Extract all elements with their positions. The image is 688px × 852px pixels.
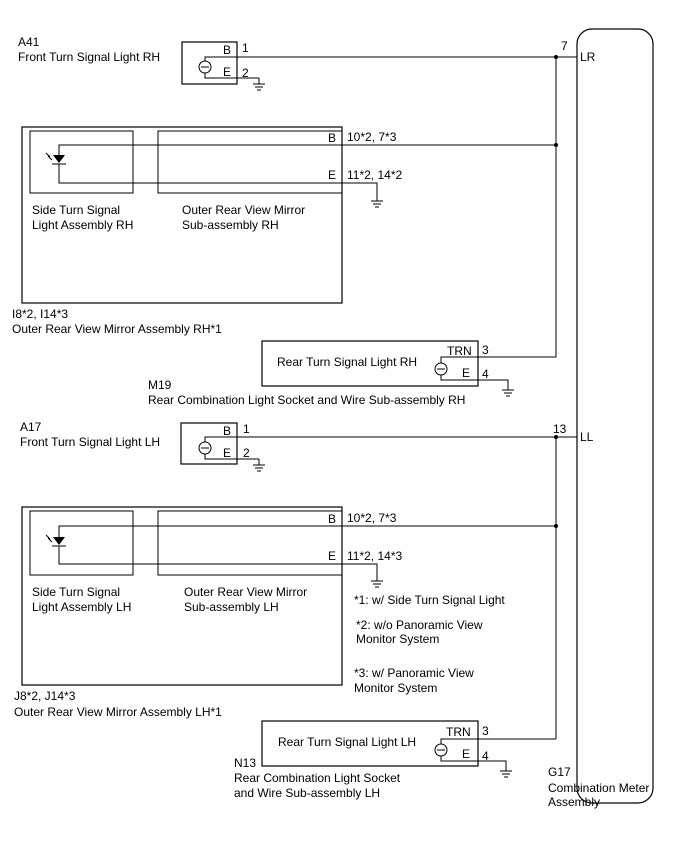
a41-term-e: 2: [242, 66, 249, 80]
mirror-rh-term-e: 11*2, 14*2: [347, 168, 402, 182]
a17-code: A17: [20, 420, 42, 434]
g17-code: G17: [548, 765, 571, 779]
a17-name: Front Turn Signal Light LH: [20, 435, 160, 449]
mirror-rh-term-b: 10*2, 7*3: [347, 130, 397, 144]
note-2-line1: *2: w/o Panoramic View: [356, 618, 483, 632]
side-turn-rh-label-1: Side Turn Signal: [32, 203, 120, 217]
m19-trn-wire: [440, 356, 556, 363]
ground-icon: [501, 383, 515, 397]
n13-term-e: 4: [482, 749, 489, 763]
n13-term-trn: 3: [482, 724, 489, 738]
mirror-lh-pin-e: E: [328, 549, 336, 563]
pin-lr-label: LR: [580, 50, 596, 64]
a41-code: A41: [18, 35, 40, 49]
side-turn-lh-label-1: Side Turn Signal: [32, 585, 120, 599]
a17-term-e: 2: [243, 446, 250, 460]
combination-meter-box: [576, 28, 654, 804]
mirror-lh-b-wire: [58, 525, 556, 537]
a17-pin-b: B: [223, 424, 231, 438]
pin-ll-label: LL: [580, 430, 594, 444]
n13-inner-label: Rear Turn Signal Light LH: [278, 735, 416, 749]
ground-icon: [370, 194, 384, 208]
mirror-lh-e-wire: [58, 546, 378, 575]
note-1: *1: w/ Side Turn Signal Light: [354, 593, 505, 607]
mirror-lh-term-e: 11*2, 14*3: [347, 549, 402, 563]
a41-pin-e: E: [223, 65, 231, 79]
mirror-sub-lh-label-1: Outer Rear View Mirror: [184, 585, 307, 599]
mirror-lh-pin-b: B: [328, 512, 336, 526]
led-icon: [45, 534, 66, 547]
m19-pin-e: E: [462, 366, 470, 380]
side-turn-lh-box: [29, 510, 134, 576]
side-turn-rh-label-2: Light Assembly RH: [32, 218, 133, 232]
mirror-rh-b-wire: [58, 144, 556, 155]
ground-icon: [252, 77, 266, 91]
led-icon: [45, 152, 66, 165]
a41-box: [181, 41, 238, 85]
m19-box: [261, 340, 479, 387]
mirror-lh-code: J8*2, J14*3: [14, 689, 76, 703]
mirror-rh-pin-e: E: [328, 168, 336, 182]
mirror-sub-lh-box: [157, 510, 343, 576]
n13-name-line2: and Wire Sub-assembly LH: [234, 786, 380, 800]
mirror-lh-name: Outer Rear View Mirror Assembly LH*1: [14, 705, 222, 719]
mirror-sub-rh-box: [157, 130, 343, 194]
m19-name: Rear Combination Light Socket and Wire S…: [148, 393, 465, 407]
mirror-sub-lh-label-2: Sub-assembly LH: [184, 600, 279, 614]
note-2-line2: Monitor System: [356, 632, 439, 646]
a17-pin-e: E: [223, 446, 231, 460]
side-turn-lh-label-2: Light Assembly LH: [32, 600, 131, 614]
terminal-lr: 7: [561, 39, 568, 53]
side-turn-rh-box: [29, 130, 134, 194]
mirror-rh-name: Outer Rear View Mirror Assembly RH*1: [12, 322, 222, 336]
ground-icon: [370, 574, 384, 588]
m19-code: M19: [148, 378, 172, 392]
n13-pin-trn: TRN: [446, 725, 471, 739]
mirror-lh-box: [21, 506, 343, 686]
n13-code: N13: [234, 756, 256, 770]
n13-pin-e: E: [462, 747, 470, 761]
mirror-rh-box: [21, 126, 343, 304]
m19-term-e: 4: [482, 367, 489, 381]
ground-icon: [252, 458, 266, 472]
note-3-line1: *3: w/ Panoramic View: [354, 666, 474, 680]
note-3-line2: Monitor System: [354, 681, 437, 695]
m19-pin-trn: TRN: [447, 344, 472, 358]
mirror-sub-rh-label-1: Outer Rear View Mirror: [182, 203, 305, 217]
g17-name-line1: Combination Meter: [548, 781, 649, 795]
a41-term-b: 1: [242, 41, 249, 55]
n13-trn-wire: [440, 738, 556, 744]
mirror-rh-code: I8*2, I14*3: [12, 307, 68, 321]
terminal-ll: 13: [553, 422, 567, 436]
ground-icon: [499, 764, 513, 778]
a17-box: [180, 422, 238, 465]
a41-name: Front Turn Signal Light RH: [18, 50, 160, 64]
mirror-lh-term-b: 10*2, 7*3: [347, 511, 397, 525]
a17-term-b: 1: [243, 422, 250, 436]
g17-name-line2: Assembly: [548, 795, 600, 809]
n13-box: [261, 720, 479, 767]
mirror-rh-pin-b: B: [328, 131, 336, 145]
a41-pin-b: B: [223, 43, 231, 57]
mirror-sub-rh-label-2: Sub-assembly RH: [182, 218, 279, 232]
mirror-rh-e-wire: [58, 164, 378, 195]
m19-term-trn: 3: [482, 343, 489, 357]
n13-name-line1: Rear Combination Light Socket: [234, 771, 401, 785]
m19-inner-label: Rear Turn Signal Light RH: [277, 355, 417, 369]
